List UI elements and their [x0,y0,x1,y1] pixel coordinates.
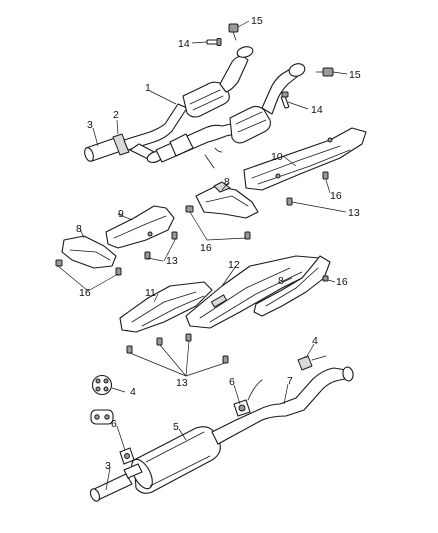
front-exhaust-pipe-with-converters [84,46,306,169]
callout-3: 3 [105,460,111,472]
callout-16: 16 [336,276,348,288]
callout-4: 4 [130,386,136,398]
isolator-4-round [91,374,113,396]
isolator-4-oval [90,409,114,425]
intermediate-pipe-7 [211,366,354,445]
callout-6: 6 [111,418,117,430]
heat-shield-10 [243,127,367,191]
callout-2: 2 [113,109,119,121]
fastener-set-upper [55,171,329,276]
callout-1: 1 [145,82,151,94]
callout-14: 14 [178,38,190,50]
hanger-bracket-6-lower [119,447,135,465]
fastener-set-middle [126,275,329,364]
heat-shield-8-right [253,255,331,317]
heat-shield-8-center [195,181,259,219]
callout-12: 12 [228,259,240,271]
callout-13: 13 [176,377,188,389]
callout-3: 3 [87,119,93,131]
stud-bolt-right [280,91,290,109]
callout-16: 16 [200,242,212,254]
callout-10: 10 [271,151,283,163]
callout-8: 8 [224,176,230,188]
callout-6: 6 [229,376,235,388]
callout-labels: 1 2 3 14 15 15 14 10 8 16 13 9 8 16 13 1… [76,15,361,472]
callout-16: 16 [79,287,91,299]
stud-bolt-upper [206,38,222,46]
leader-lines [57,20,348,491]
exhaust-hanger-4-upper [297,355,327,371]
callout-16: 16 [330,190,342,202]
callout-13: 13 [348,207,360,219]
callout-11: 11 [145,287,156,299]
callout-4: 4 [312,335,318,347]
callout-8: 8 [278,275,284,287]
hanger-bracket-6-upper [233,379,263,417]
flange-nut-upper [228,23,239,41]
heat-shield-8-left [61,235,117,269]
tail-pipe-tip-3 [89,463,143,502]
heat-shield-9 [105,205,175,249]
callout-8: 8 [76,223,82,235]
muffler-5 [131,426,221,494]
callout-15: 15 [251,15,263,27]
callout-15: 15 [349,69,361,81]
callout-9: 9 [118,208,124,220]
skid-plate-11 [119,281,213,333]
callout-14: 14 [311,104,323,116]
callout-13: 13 [166,255,178,267]
callout-7: 7 [287,375,293,387]
flange-nut-right [315,67,334,77]
callout-5: 5 [173,421,179,433]
